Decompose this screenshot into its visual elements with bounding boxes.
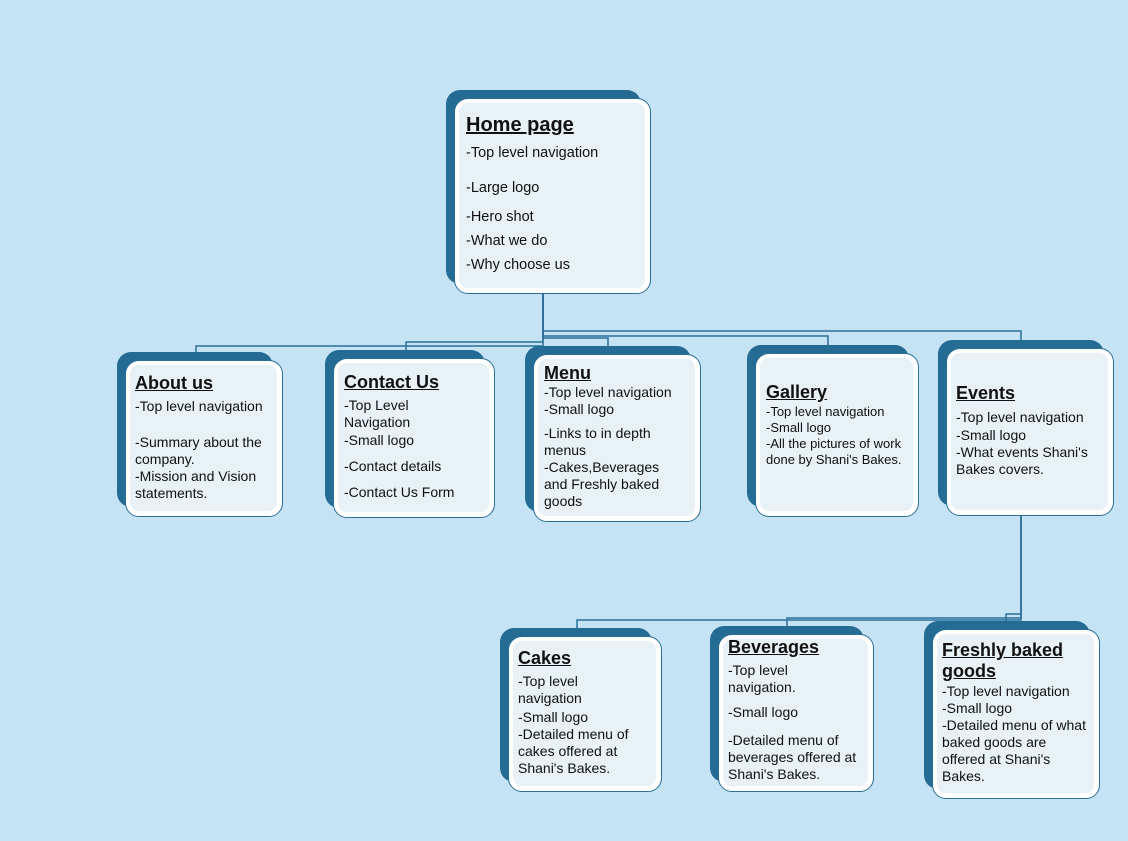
events-box: Events -Top level navigation -Small logo…: [938, 340, 1114, 516]
gallery-title: Gallery: [766, 382, 828, 402]
contact-item-navigation: -Top Level Navigation: [344, 397, 411, 430]
baked-item-logo: -Small logo: [942, 700, 1013, 716]
menu-item-links: -Links to in depth menus: [544, 425, 651, 458]
home-item-hero: -Hero shot: [466, 209, 534, 225]
baked-item-detailed-menu: -Detailed menu of what baked goods are o…: [942, 717, 1086, 784]
contact-item-form: -Contact Us Form: [344, 484, 455, 500]
baked-item-navigation: -Top level navigation: [942, 683, 1070, 699]
gallery-item-navigation: -Top level navigation: [766, 404, 885, 419]
home-item-logo: -Large logo: [466, 180, 540, 196]
connector-home-about: [195, 292, 544, 352]
cakes-item-navigation: -Top level navigation: [518, 673, 582, 706]
connector-events-cakes: [576, 516, 1022, 628]
about-us-title: About us: [135, 373, 213, 393]
beverages-title: Beverages: [728, 639, 820, 657]
connector-events-beverages: [786, 516, 1022, 626]
connector-home-gallery: [542, 292, 829, 345]
about-us-box: About us -Top level navigation -Summary …: [117, 352, 283, 517]
gallery-item-pictures: -All the pictures of work done by Shani'…: [766, 436, 902, 467]
home-page-box: Home page -Top level navigation -Large l…: [446, 90, 651, 294]
contact-item-details: -Contact details: [344, 458, 442, 474]
connector-home-events: [542, 292, 1022, 340]
contact-item-logo: -Small logo: [344, 432, 415, 448]
menu-item-navigation: -Top level navigation: [544, 384, 672, 400]
about-item-navigation: -Top level navigation: [135, 398, 263, 414]
gallery-item-logo: -Small logo: [766, 420, 832, 435]
connector-events-baked: [1005, 516, 1022, 621]
baked-goods-box: Freshly baked goods -Top level navigatio…: [924, 621, 1100, 799]
gallery-box: Gallery -Top level navigation -Small log…: [747, 345, 919, 517]
home-item-navigation: -Top level navigation: [466, 145, 599, 161]
events-title: Events: [956, 383, 1016, 403]
menu-box: Menu -Top level navigation -Small logo -…: [525, 346, 701, 522]
cakes-box: Cakes -Top level navigation -Small logo …: [500, 628, 662, 792]
about-item-mission: -Mission and Vision statements.: [135, 468, 257, 501]
home-page-title: Home page: [466, 114, 574, 136]
cakes-item-detailed-menu: -Detailed menu of cakes offered at Shani…: [518, 726, 629, 776]
home-item-why-choose-us: -Why choose us: [466, 257, 570, 273]
menu-item-logo: -Small logo: [544, 401, 615, 417]
beverages-box: Beverages -Top level navigation. -Small …: [710, 626, 874, 792]
events-item-logo: -Small logo: [956, 427, 1027, 443]
connector-home-menu: [542, 292, 609, 346]
connector-home-contact: [405, 292, 544, 350]
beverages-item-logo: -Small logo: [728, 704, 799, 720]
about-item-summary: -Summary about the company.: [135, 434, 262, 467]
menu-item-categories: -Cakes,Beverages and Freshly baked goods: [544, 459, 660, 509]
cakes-title: Cakes: [518, 648, 572, 668]
cakes-item-logo: -Small logo: [518, 709, 589, 725]
events-item-navigation: -Top level navigation: [956, 409, 1084, 425]
menu-title: Menu: [544, 363, 591, 383]
beverages-item-detailed-menu: -Detailed menu of beverages offered at S…: [728, 732, 857, 782]
beverages-item-navigation: -Top level navigation.: [728, 662, 796, 695]
events-item-covers: -What events Shani's Bakes covers.: [956, 444, 1088, 477]
home-item-what-we-do: -What we do: [466, 233, 548, 249]
contact-us-title: Contact Us: [344, 372, 440, 392]
contact-us-box: Contact Us -Top Level Navigation -Small …: [325, 350, 495, 518]
baked-goods-title: Freshly baked goods: [942, 640, 1064, 681]
